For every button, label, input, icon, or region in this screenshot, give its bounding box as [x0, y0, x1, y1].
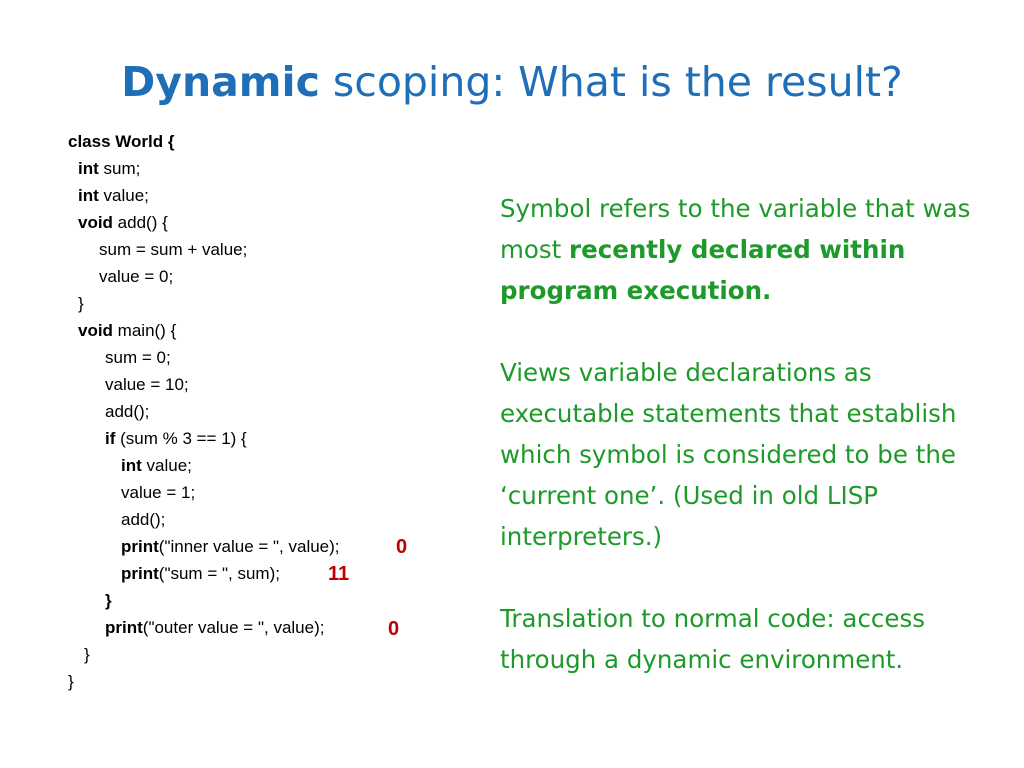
code-text: } — [84, 645, 90, 664]
code-text: value = 10; — [105, 375, 189, 394]
code-text: value = 1; — [121, 483, 196, 502]
code-text: ("outer value = ", value); — [142, 618, 325, 637]
code-text: (sum % 3 == 1) { — [115, 429, 247, 448]
result-inner-value: 0 — [396, 536, 408, 558]
code-line-add-call: add(); — [105, 398, 149, 425]
code-text: add(); — [121, 510, 166, 529]
code-line-inner-add-call: add(); — [121, 506, 165, 533]
code-line-sum-assign: sum = sum + value; — [99, 236, 247, 263]
code-text: sum; — [98, 159, 141, 178]
code-line-value-decl: int value; — [78, 182, 149, 209]
explanation-translation: Translation to normal code: access throu… — [500, 604, 925, 674]
code-line-main-def: void main() { — [78, 317, 176, 344]
code-line-print-outer: print("outer value = ", value); — [105, 614, 324, 641]
code-keyword: void — [78, 213, 113, 232]
code-keyword: print — [121, 564, 159, 583]
code-text: value = 0; — [99, 267, 174, 286]
code-keyword: int — [78, 186, 99, 205]
slide-title-bold: Dynamic — [121, 58, 320, 106]
explanation-declarations: Views variable declarations as executabl… — [500, 358, 957, 551]
code-keyword: print — [105, 618, 143, 637]
code-line-inner-assign: value = 1; — [121, 479, 195, 506]
code-keyword: int — [121, 456, 142, 475]
code-text: } — [68, 672, 74, 691]
code-keyword: if — [105, 429, 116, 448]
explanation-text: Symbol refers to the variable that was m… — [500, 194, 971, 264]
code-line-add-close: } — [78, 290, 84, 317]
code-text: sum = 0; — [105, 348, 171, 367]
code-text: add(); — [105, 402, 150, 421]
code-text: } — [78, 294, 84, 313]
result-outer-value: 0 — [388, 618, 400, 640]
code-line-if: if (sum % 3 == 1) { — [105, 425, 247, 452]
code-line-if-close: } — [105, 587, 112, 614]
slide-title-rest: scoping: What is the result? — [319, 58, 903, 106]
code-text: add() { — [112, 213, 168, 232]
result-sum: 11 — [328, 563, 350, 585]
explanation-definition: Symbol refers to the variable that was m… — [500, 188, 1000, 311]
code-line-inner-decl: int value; — [121, 452, 192, 479]
code-line-print-sum: print("sum = ", sum); — [121, 560, 280, 587]
code-line-add-def: void add() { — [78, 209, 168, 236]
explanation-panel: Symbol refers to the variable that was m… — [500, 188, 1000, 680]
code-text: ("inner value = ", value); — [158, 537, 340, 556]
code-line-main-close: } — [84, 641, 90, 668]
code-text: value; — [141, 456, 192, 475]
code-line-print-inner: print("inner value = ", value); — [121, 533, 340, 560]
code-line-sum-decl: int sum; — [78, 155, 140, 182]
slide-title: Dynamic scoping: What is the result? — [0, 52, 1024, 112]
code-text: class World { — [68, 132, 175, 151]
explanation-emphasis: recently declared within program executi… — [500, 235, 906, 305]
code-keyword: void — [78, 321, 113, 340]
code-text: main() { — [112, 321, 177, 340]
code-text: } — [105, 591, 112, 610]
code-line-class-close: } — [68, 668, 74, 695]
code-keyword: int — [78, 159, 99, 178]
code-line-value-init: value = 10; — [105, 371, 189, 398]
code-line-sum-init: sum = 0; — [105, 344, 171, 371]
code-keyword: print — [121, 537, 159, 556]
code-text: ("sum = ", sum); — [158, 564, 280, 583]
code-text: sum = sum + value; — [99, 240, 248, 259]
code-text: value; — [98, 186, 149, 205]
code-line-value-reset: value = 0; — [99, 263, 173, 290]
code-line-class: class World { — [68, 128, 174, 155]
